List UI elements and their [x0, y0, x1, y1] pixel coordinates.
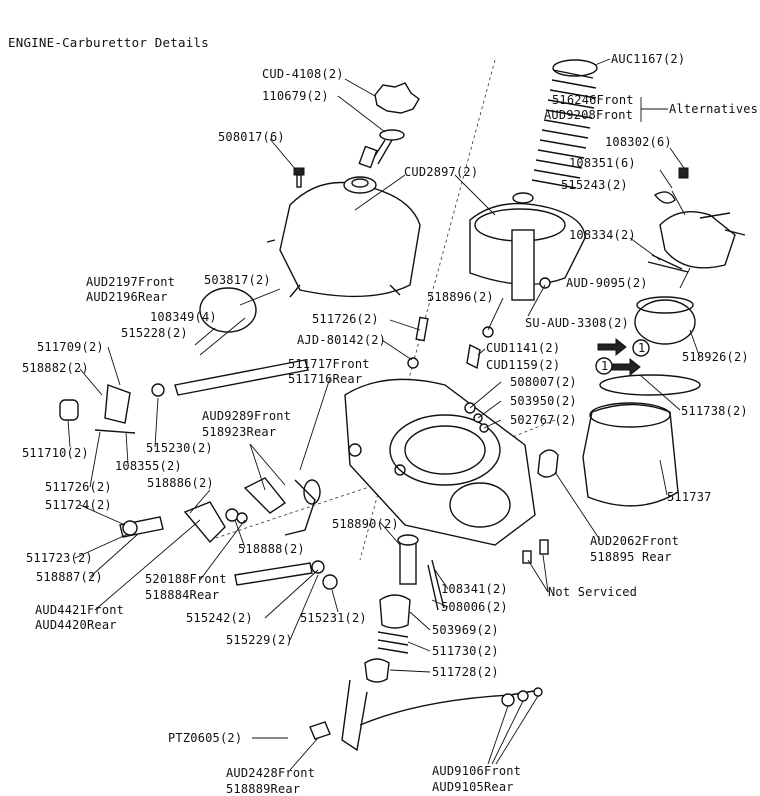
label-511716: 511716Rear — [288, 372, 363, 386]
label-cud2897: CUD2897(2) — [404, 165, 479, 179]
label-aud4420: AUD4420Rear — [35, 618, 117, 632]
label-511738: 511738(2) — [681, 404, 748, 418]
label-aud2062: AUD2062Front — [590, 534, 680, 548]
label-110679: 110679(2) — [262, 89, 329, 103]
label-518896: 518896(2) — [427, 290, 494, 304]
label-515242: 515242(2) — [186, 611, 253, 625]
label-515231: 515231(2) — [300, 611, 367, 625]
label-cud1141: CUD1141(2) — [486, 341, 561, 355]
label-515228: 515228(2) — [121, 326, 188, 340]
leader-lines — [67, 58, 701, 771]
label-515229: 515229(2) — [226, 633, 293, 647]
label-cud1159: CUD1159(2) — [486, 358, 561, 372]
label-511724: 511724(2) — [45, 498, 112, 512]
label-aud2197: AUD2197Front — [86, 275, 176, 289]
label-518888: 518888(2) — [238, 542, 305, 556]
label-108355: 108355(2) — [115, 459, 182, 473]
suction-chamber — [266, 176, 421, 298]
label-108302: 108302(6) — [605, 135, 672, 149]
label-aud4421: AUD4421Front — [35, 603, 125, 617]
label-511730: 511730(2) — [432, 644, 499, 658]
label-518926: 518926(2) — [682, 350, 749, 364]
label-508007: 508007(2) — [510, 375, 577, 389]
label-515243: 515243(2) — [561, 178, 628, 192]
float-chamber-lid — [647, 167, 746, 273]
label-aud2428: AUD2428Front — [226, 766, 316, 780]
label-aud9106: AUD9106Front — [432, 764, 522, 778]
alignment-axis-main — [359, 59, 496, 561]
label-511737: 511737 — [667, 490, 712, 504]
label-su-aud3308: SU-AUD-3308(2) — [525, 316, 629, 330]
label-518895: 518895 Rear — [590, 550, 672, 564]
alternatives-bracket — [640, 97, 668, 122]
small-fasteners — [407, 277, 551, 564]
label-108351: 108351(6) — [569, 156, 636, 170]
float-chamber — [537, 374, 701, 507]
assembly-arrows — [595, 337, 650, 377]
label-511726-lower: 511726(2) — [45, 480, 112, 494]
label-511710: 511710(2) — [22, 446, 89, 460]
label-aud9208: AUD9208Front — [544, 108, 634, 122]
label-502767: 502767(2) — [510, 413, 577, 427]
label-511709: 511709(2) — [37, 340, 104, 354]
label-ptz0605: PTZ0605(2) — [168, 731, 243, 745]
label-518923: 518923Rear — [202, 425, 277, 439]
label-aud9105: AUD9105Rear — [432, 780, 514, 794]
label-aud9289: AUD9289Front — [202, 409, 292, 423]
marker-1-lower: 1 — [601, 359, 609, 373]
label-508006: 508006(2) — [441, 600, 508, 614]
label-108349: 108349(4) — [150, 310, 217, 324]
diagram-title: ENGINE-Carburettor Details — [8, 35, 209, 50]
label-515230: 515230(2) — [146, 441, 213, 455]
label-503950: 503950(2) — [510, 394, 577, 408]
label-511717: 511717Front — [288, 357, 370, 371]
linkage-parts — [59, 383, 338, 590]
label-aud2196: AUD2196Rear — [86, 290, 168, 304]
label-aud9095: AUD-9095(2) — [566, 276, 648, 290]
label-511726-upper: 511726(2) — [312, 312, 379, 326]
label-108334: 108334(2) — [569, 228, 636, 242]
label-518882: 518882(2) — [22, 361, 89, 375]
label-518886: 518886(2) — [147, 476, 214, 490]
label-cud4108: CUD-4108(2) — [262, 67, 344, 81]
label-108341: 108341(2) — [441, 582, 508, 596]
label-511728: 511728(2) — [432, 665, 499, 679]
label-ajd80142: AJD-80142(2) — [297, 333, 387, 347]
label-alternatives: Alternatives — [669, 102, 759, 116]
piston-and-spring — [469, 59, 598, 301]
label-518890: 518890(2) — [332, 517, 399, 531]
label-518887: 518887(2) — [36, 570, 103, 584]
label-auc1167: AUC1167(2) — [611, 52, 686, 66]
label-520188: 520188Front — [145, 572, 227, 586]
label-518884: 518884Rear — [145, 588, 220, 602]
label-503969: 503969(2) — [432, 623, 499, 637]
float — [634, 296, 696, 345]
damper-cap-assembly — [358, 82, 420, 169]
label-518889: 518889Rear — [226, 782, 301, 796]
label-508017: 508017(6) — [218, 130, 285, 144]
cover-screw — [293, 167, 305, 188]
label-503817: 503817(2) — [204, 273, 271, 287]
label-511723: 511723(2) — [26, 551, 93, 565]
jet-assembly — [309, 534, 543, 752]
marker-1-upper: 1 — [638, 341, 646, 355]
label-not-serviced: Not Serviced — [548, 585, 638, 599]
label-516246: 516246Front — [552, 93, 634, 107]
carburettor-body — [344, 378, 536, 546]
